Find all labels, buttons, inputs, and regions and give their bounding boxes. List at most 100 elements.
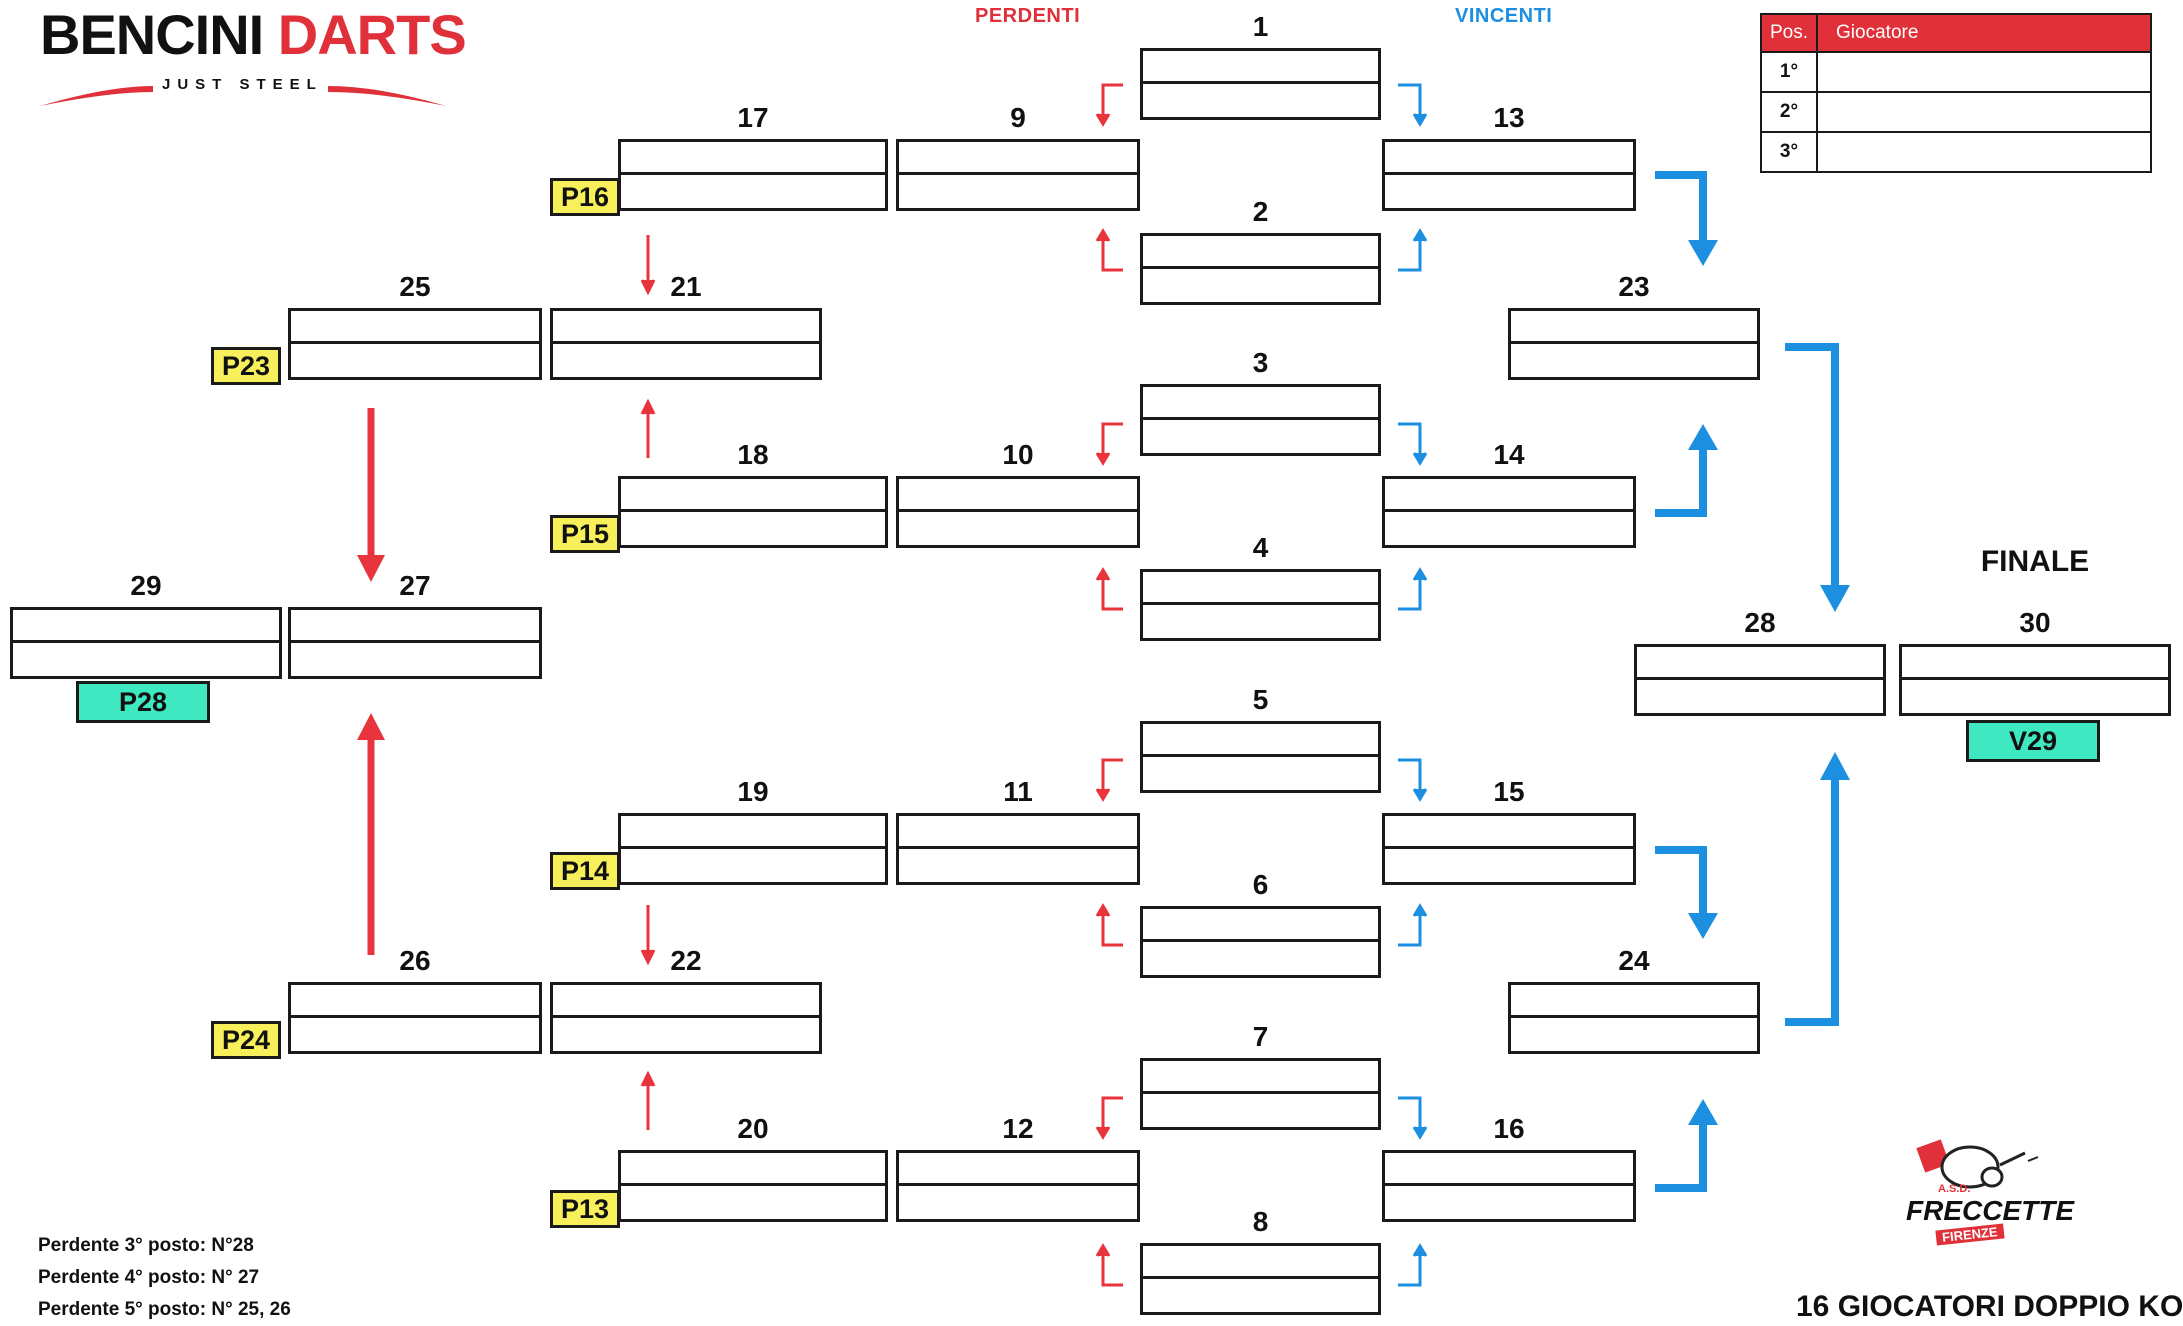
standings-pos: 1° bbox=[1759, 51, 1819, 93]
standings-player-field[interactable] bbox=[1816, 91, 2153, 133]
note-item: Perdente 4° posto: N° 27 bbox=[38, 1267, 260, 1288]
standings-player-field[interactable] bbox=[1816, 131, 2153, 173]
player-slot[interactable] bbox=[1511, 1018, 1757, 1051]
player-slot[interactable] bbox=[1143, 1094, 1378, 1127]
player-slot[interactable] bbox=[899, 1153, 1137, 1186]
player-slot[interactable] bbox=[1143, 942, 1378, 975]
match-box bbox=[550, 308, 822, 380]
player-slot[interactable] bbox=[1902, 680, 2168, 713]
player-slot[interactable] bbox=[1385, 816, 1633, 849]
player-slot[interactable] bbox=[1143, 420, 1378, 453]
player-slot[interactable] bbox=[899, 1186, 1137, 1219]
player-slot[interactable] bbox=[1385, 142, 1633, 175]
match-box bbox=[896, 476, 1140, 548]
player-slot[interactable] bbox=[621, 1153, 885, 1186]
player-slot[interactable] bbox=[899, 142, 1137, 175]
match-box bbox=[1382, 813, 1636, 885]
player-slot[interactable] bbox=[621, 142, 885, 175]
player-slot[interactable] bbox=[1143, 84, 1378, 117]
table-row: 3° bbox=[1759, 131, 2153, 173]
match-number: 3 bbox=[1252, 347, 1269, 378]
standings-pos: 2° bbox=[1759, 91, 1819, 133]
match-number: 20 bbox=[737, 1113, 769, 1144]
match-box bbox=[1508, 982, 1760, 1054]
player-slot[interactable] bbox=[13, 643, 279, 676]
player-slot[interactable] bbox=[1511, 985, 1757, 1018]
player-slot[interactable] bbox=[1143, 236, 1378, 269]
player-slot[interactable] bbox=[1143, 269, 1378, 302]
player-slot[interactable] bbox=[1511, 311, 1757, 344]
player-slot[interactable] bbox=[1637, 647, 1883, 680]
placement-notes: Perdente 3° posto: N°28 Perdente 4° post… bbox=[38, 1230, 291, 1326]
player-slot[interactable] bbox=[291, 643, 539, 676]
match-number: 25 bbox=[399, 271, 431, 302]
tag-p13: P13 bbox=[550, 1190, 620, 1228]
player-slot[interactable] bbox=[553, 311, 819, 344]
player-slot[interactable] bbox=[621, 849, 885, 882]
player-slot[interactable] bbox=[1385, 479, 1633, 512]
player-slot[interactable] bbox=[899, 479, 1137, 512]
player-slot[interactable] bbox=[291, 311, 539, 344]
match-number: 28 bbox=[1744, 607, 1776, 638]
loser-semifinal-arrows-icon bbox=[357, 408, 385, 955]
match-number: 27 bbox=[399, 570, 431, 601]
player-slot[interactable] bbox=[1143, 51, 1378, 84]
player-slot[interactable] bbox=[621, 816, 885, 849]
player-slot[interactable] bbox=[1143, 605, 1378, 638]
player-slot[interactable] bbox=[1143, 1279, 1378, 1312]
player-slot[interactable] bbox=[899, 512, 1137, 545]
player-slot[interactable] bbox=[621, 479, 885, 512]
brand-word-2: DARTS bbox=[277, 3, 467, 66]
player-slot[interactable] bbox=[1511, 344, 1757, 377]
player-slot[interactable] bbox=[621, 175, 885, 208]
standings-player-field[interactable] bbox=[1816, 51, 2153, 93]
winner-arrows-icon bbox=[1398, 83, 1428, 1287]
player-slot[interactable] bbox=[621, 512, 885, 545]
player-slot[interactable] bbox=[553, 985, 819, 1018]
table-row: 2° bbox=[1759, 91, 2153, 133]
player-slot[interactable] bbox=[1385, 1186, 1633, 1219]
player-slot[interactable] bbox=[1143, 757, 1378, 790]
player-slot[interactable] bbox=[899, 175, 1137, 208]
logo-line-2: FRECCETTE bbox=[1906, 1195, 2074, 1226]
player-slot[interactable] bbox=[553, 1018, 819, 1051]
player-slot[interactable] bbox=[1143, 724, 1378, 757]
player-slot[interactable] bbox=[291, 610, 539, 643]
player-slot[interactable] bbox=[291, 985, 539, 1018]
player-slot[interactable] bbox=[899, 849, 1137, 882]
player-slot[interactable] bbox=[1143, 572, 1378, 605]
match-number: 18 bbox=[737, 439, 769, 470]
standings-header-pos: Pos. bbox=[1759, 13, 1819, 53]
match-number: 24 bbox=[1618, 945, 1650, 976]
player-slot[interactable] bbox=[291, 344, 539, 377]
player-slot[interactable] bbox=[13, 610, 279, 643]
tag-p15: P15 bbox=[550, 515, 620, 553]
player-slot[interactable] bbox=[1143, 1246, 1378, 1279]
player-slot[interactable] bbox=[1902, 647, 2168, 680]
match-number: 10 bbox=[1002, 439, 1034, 470]
match-number: 15 bbox=[1493, 776, 1525, 807]
player-slot[interactable] bbox=[1143, 1061, 1378, 1094]
match-number: 6 bbox=[1252, 869, 1269, 900]
match-number: 9 bbox=[1010, 102, 1026, 133]
player-slot[interactable] bbox=[1385, 1153, 1633, 1186]
match-box bbox=[1140, 569, 1381, 641]
match-box bbox=[288, 607, 542, 679]
player-slot[interactable] bbox=[1385, 175, 1633, 208]
match-box bbox=[1140, 1243, 1381, 1315]
player-slot[interactable] bbox=[621, 1186, 885, 1219]
match-box bbox=[10, 607, 282, 679]
match-number: 12 bbox=[1002, 1113, 1034, 1144]
player-slot[interactable] bbox=[1385, 849, 1633, 882]
player-slot[interactable] bbox=[291, 1018, 539, 1051]
match-number: 14 bbox=[1493, 439, 1525, 470]
match-box bbox=[618, 139, 888, 211]
player-slot[interactable] bbox=[1143, 387, 1378, 420]
player-slot[interactable] bbox=[899, 816, 1137, 849]
player-slot[interactable] bbox=[1637, 680, 1883, 713]
player-slot[interactable] bbox=[1385, 512, 1633, 545]
player-slot[interactable] bbox=[553, 344, 819, 377]
table-row: 1° bbox=[1759, 51, 2153, 93]
player-slot[interactable] bbox=[1143, 909, 1378, 942]
